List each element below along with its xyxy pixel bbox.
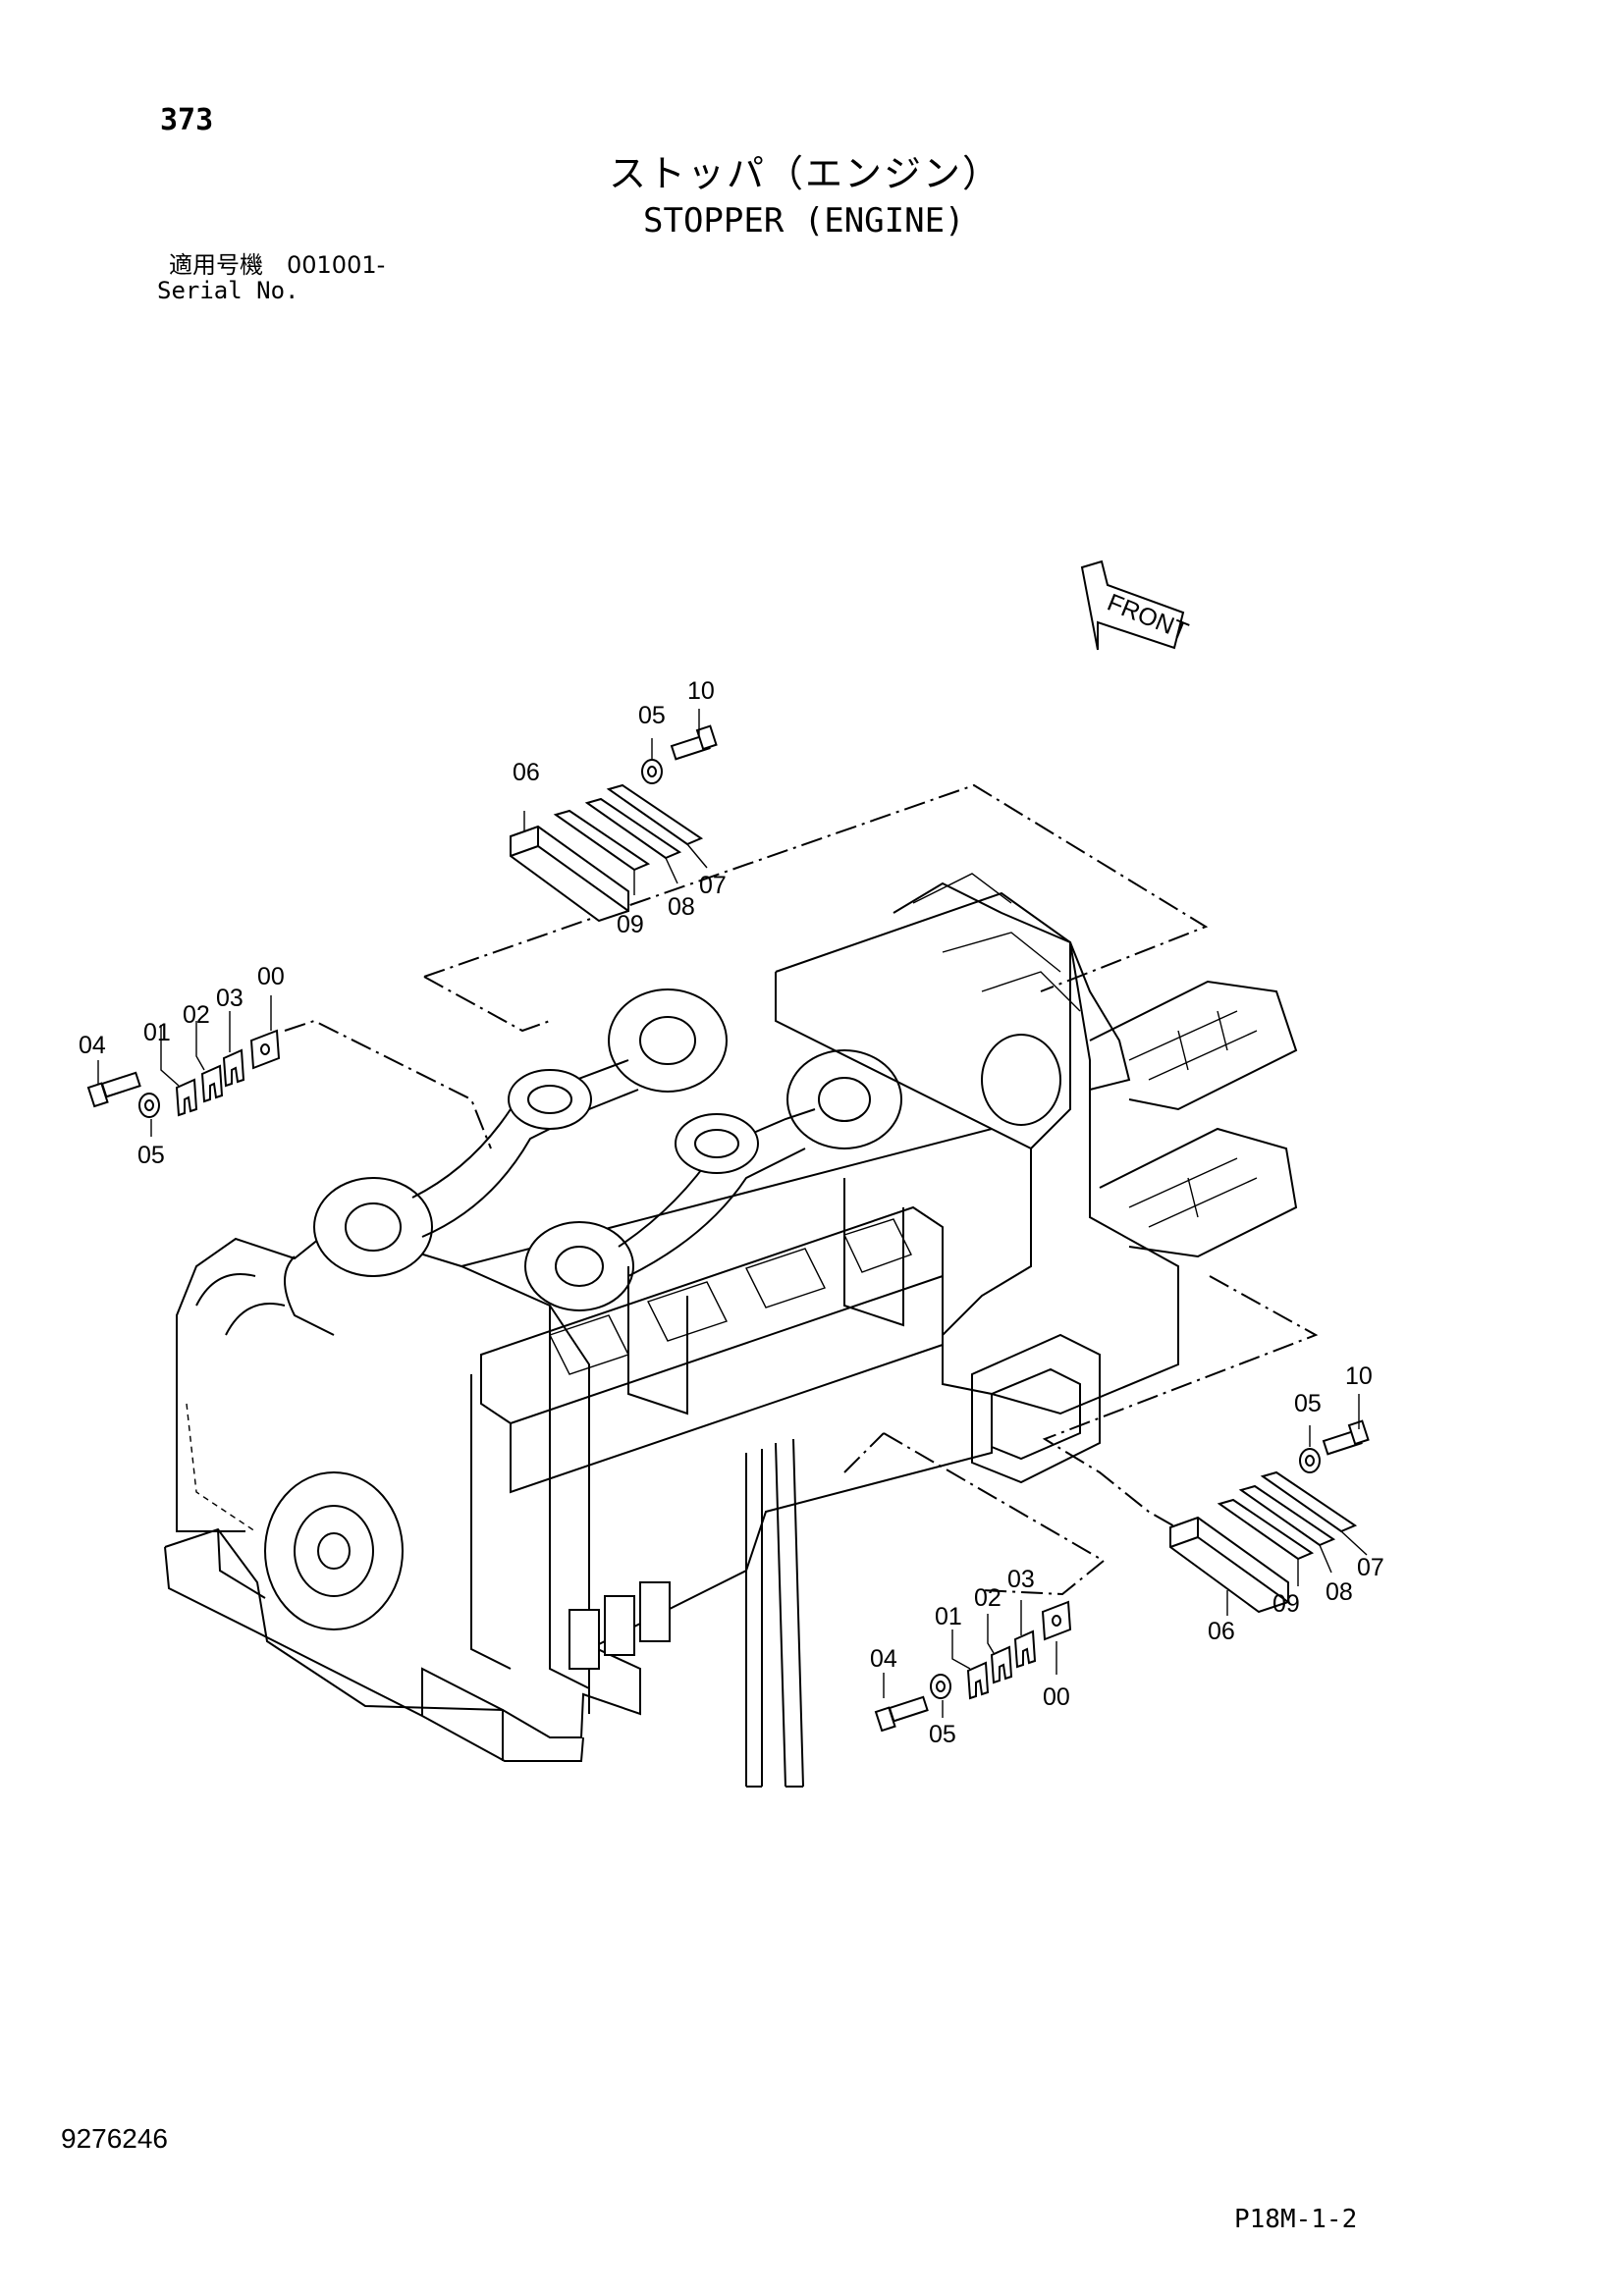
callout-left-05: 05	[137, 1142, 165, 1169]
bolt-icon	[874, 1695, 929, 1733]
engine-assembly-drawing	[164, 873, 1298, 1788]
leader-lines	[284, 783, 1319, 1596]
callout-left-03: 03	[216, 985, 244, 1012]
callout-bottom-03: 03	[1007, 1566, 1035, 1593]
callout-top-08: 08	[668, 893, 695, 921]
top-stopper-parts	[510, 709, 718, 923]
callout-top-06: 06	[513, 759, 540, 786]
callout-right-08: 08	[1326, 1578, 1353, 1606]
page-title-english: STOPPER (ENGINE)	[643, 201, 965, 240]
callout-left-02: 02	[183, 1001, 210, 1029]
bolt-icon	[86, 1071, 141, 1108]
page-title-japanese: ストッパ（エンジン）	[609, 152, 1002, 195]
document-number: 9276246	[61, 2123, 169, 2154]
callout-bottom-04: 04	[870, 1645, 897, 1673]
left-stopper-parts	[86, 995, 281, 1137]
callout-right-10: 10	[1345, 1362, 1373, 1390]
right-stopper-parts	[1169, 1394, 1370, 1616]
reference-number: P18M-1-2	[1234, 2205, 1358, 2234]
page-number: 373	[160, 103, 214, 137]
front-arrow-icon: FRONT	[1080, 560, 1192, 651]
callout-left-00: 00	[257, 963, 285, 990]
callout-top-05: 05	[638, 702, 666, 729]
bolt-icon	[670, 724, 718, 761]
callout-right-07: 07	[1357, 1554, 1384, 1581]
serial-label-japanese: 適用号機 001001-	[169, 251, 386, 279]
callout-left-01: 01	[143, 1019, 171, 1046]
callout-top-07: 07	[699, 872, 727, 899]
bottom-stopper-parts	[874, 1600, 1072, 1733]
callout-bottom-05: 05	[929, 1721, 956, 1748]
callout-top-09: 09	[617, 911, 644, 938]
callout-left-04: 04	[79, 1032, 106, 1059]
callout-bottom-02: 02	[974, 1584, 1001, 1612]
callout-right-05: 05	[1294, 1390, 1322, 1417]
front-label: FRONT	[1104, 589, 1192, 646]
callout-bottom-01: 01	[935, 1603, 962, 1630]
serial-label-english: Serial No.	[157, 277, 299, 304]
callout-top-10: 10	[687, 677, 715, 705]
callout-right-06: 06	[1208, 1618, 1235, 1645]
callout-right-09: 09	[1272, 1590, 1300, 1618]
callout-bottom-00: 00	[1043, 1683, 1070, 1711]
bolt-icon	[1322, 1419, 1370, 1456]
